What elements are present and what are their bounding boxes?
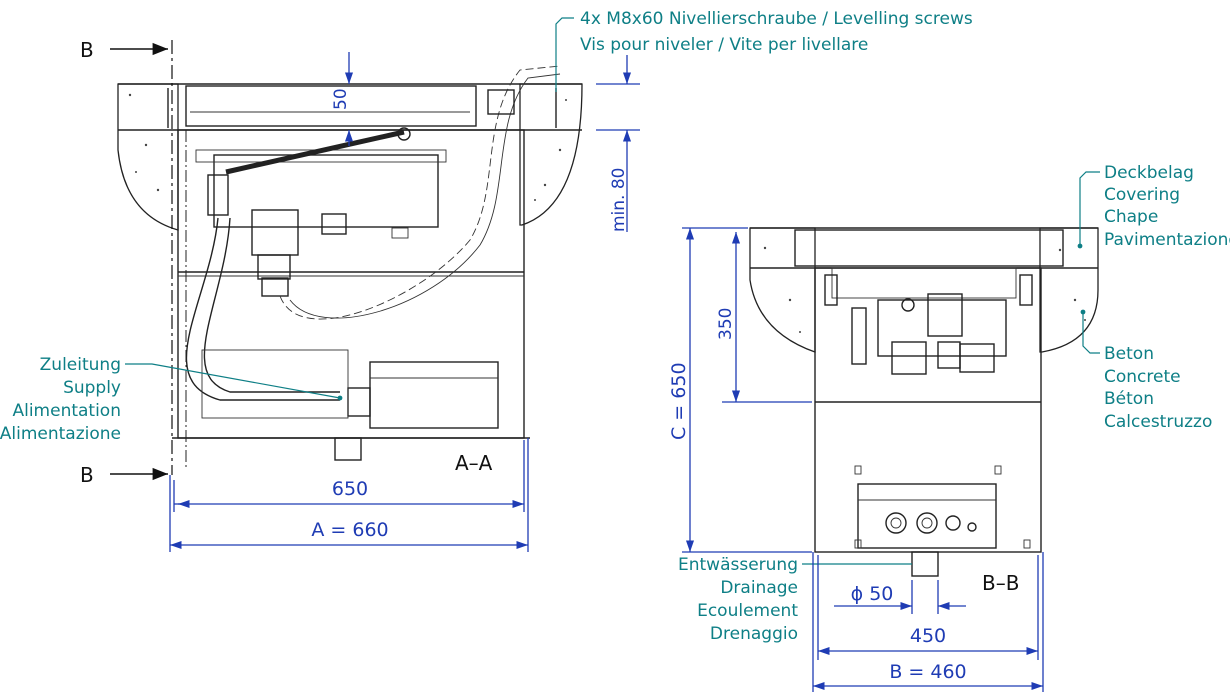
dim-c650-label: C = 650 [668,362,690,440]
supply-callout: Zuleitung Supply Alimentation Alimentazi… [0,355,343,444]
dim-50-top: 50 [331,52,354,146]
dim-450: 450 [817,555,1039,660]
concrete-left-b [749,227,816,353]
actuator-box-aa [213,154,439,228]
covering-label-en: Covering [1104,185,1180,205]
cut-line-b: B B [80,38,173,487]
dim-a660: A = 660 [169,438,529,552]
concrete-label-de: Beton [1104,344,1154,364]
drainage-label-en: Drainage [720,578,798,598]
dim-c650: C = 650 [668,227,812,553]
supply-box-aa [369,361,499,429]
dim-b460-label: B = 460 [889,661,966,683]
supply-label-de: Zuleitung [40,355,121,375]
dim-phi50: ϕ 50 [834,580,966,614]
section-aa-label: A–A [455,451,493,475]
drainage-label-fr: Ecoulement [697,601,798,621]
dim-min80-label: min. 80 [609,168,629,233]
section-bb-label: B–B [982,571,1019,595]
dim-350: 350 [716,232,812,403]
concrete-label-en: Concrete [1104,367,1181,387]
concrete-label-it: Calcestruzzo [1104,412,1212,432]
covering-label-de: Deckbelag [1104,163,1194,183]
concrete-right-a [519,83,583,226]
supply-box-bb [857,483,997,549]
supply-label-en: Supply [63,378,121,398]
cut-marker-top: B [80,38,94,62]
supply-label-fr: Alimentation [12,401,121,421]
screw-label-line1: 4x M8x60 Nivellierschraube / Levelling s… [580,9,973,29]
covering-callout: Deckbelag Covering Chape Pavimentazione [1077,163,1230,250]
dim-50-label: 50 [331,88,351,110]
drainage-label-de: Entwässerung [678,555,798,575]
cut-marker-bottom: B [80,463,94,487]
covering-label-it: Pavimentazione [1104,230,1230,250]
covering-label-fr: Chape [1104,207,1158,227]
dim-min80: min. 80 [596,55,640,232]
concrete-right-b [1039,227,1099,353]
screw-label-line2: Vis pour niveler / Vite per livellare [580,35,868,55]
section-aa-view [117,65,583,470]
drainage-label-it: Drenaggio [710,624,798,644]
dim-450-label: 450 [910,625,946,647]
concrete-left-a [117,83,179,231]
dim-a660-label: A = 660 [311,519,388,541]
drainage-callout: Entwässerung Drainage Ecoulement Drenagg… [678,555,912,644]
levelling-screws-callout: 4x M8x60 Nivellierschraube / Levelling s… [555,9,973,92]
dim-b460: B = 460 [812,552,1044,692]
supply-label-it: Alimentazione [0,424,121,444]
dim-650-left: 650 [173,440,525,512]
dim-350-label: 350 [716,308,736,340]
dim-phi50-label: ϕ 50 [851,583,894,605]
dim-650-label: 650 [332,478,368,500]
concrete-callout: Beton Concrete Béton Calcestruzzo [1080,309,1212,432]
concrete-label-fr: Béton [1104,389,1154,409]
